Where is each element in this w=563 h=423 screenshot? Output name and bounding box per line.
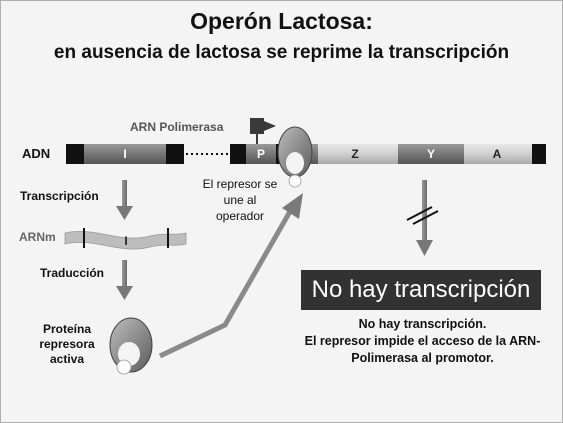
diagram-subtitle: en ausencia de lactosa se reprime la tra… <box>53 42 510 63</box>
mrna-gene-mark: I <box>124 234 127 248</box>
gene-i-end-cap <box>166 144 184 164</box>
dna-regulator-region: I <box>66 144 184 164</box>
repressor-binding-note: El represor se une al operador <box>202 177 278 223</box>
repressor-on-operator-icon <box>277 126 313 188</box>
mrna-strand: I <box>64 228 187 250</box>
segment-y-label: Y <box>427 147 435 161</box>
segment-p-label: P <box>257 147 265 161</box>
repressor-binding-arrow-icon <box>158 193 303 359</box>
diagram-title: Operón Lactosa: <box>190 8 373 34</box>
polymerase-arrow-icon <box>250 118 276 144</box>
gene-i-label: I <box>123 147 126 161</box>
operon-end-cap-left <box>230 144 246 164</box>
operon-end-cap-right <box>532 144 546 164</box>
dna-label: ADN <box>22 146 51 161</box>
segment-z-bar <box>318 144 398 164</box>
polymerase-label: ARN Polimerasa <box>130 120 224 134</box>
translation-step-label: Traducción <box>40 266 105 280</box>
segment-p-bar <box>246 144 276 164</box>
dna-operon-region: P O Z Y A <box>230 144 546 164</box>
repressor-protein-label: Proteína represora activa <box>39 322 95 366</box>
explanation-body: El represor impide el acceso de la ARN-P… <box>304 334 541 365</box>
mrna-label: ARNm <box>19 230 56 244</box>
explanation-title: No hay transcripción. <box>358 317 487 331</box>
blocked-transcription-arrow-icon <box>406 180 439 256</box>
translation-arrow-icon <box>116 260 133 300</box>
explanation-note: No hay transcripción. El represor impide… <box>300 316 545 367</box>
no-transcription-banner: No hay transcripción <box>301 270 541 310</box>
transcription-arrow-icon <box>116 180 133 220</box>
transcription-step-label: Transcripción <box>20 189 99 203</box>
segment-a-bar <box>464 144 532 164</box>
segment-z-label: Z <box>351 147 358 161</box>
gene-i-bar <box>84 144 166 164</box>
segment-a-label: A <box>493 147 502 161</box>
segment-y-bar <box>398 144 464 164</box>
dna-end-cap-left <box>66 144 84 164</box>
repressor-protein-icon <box>109 317 153 375</box>
